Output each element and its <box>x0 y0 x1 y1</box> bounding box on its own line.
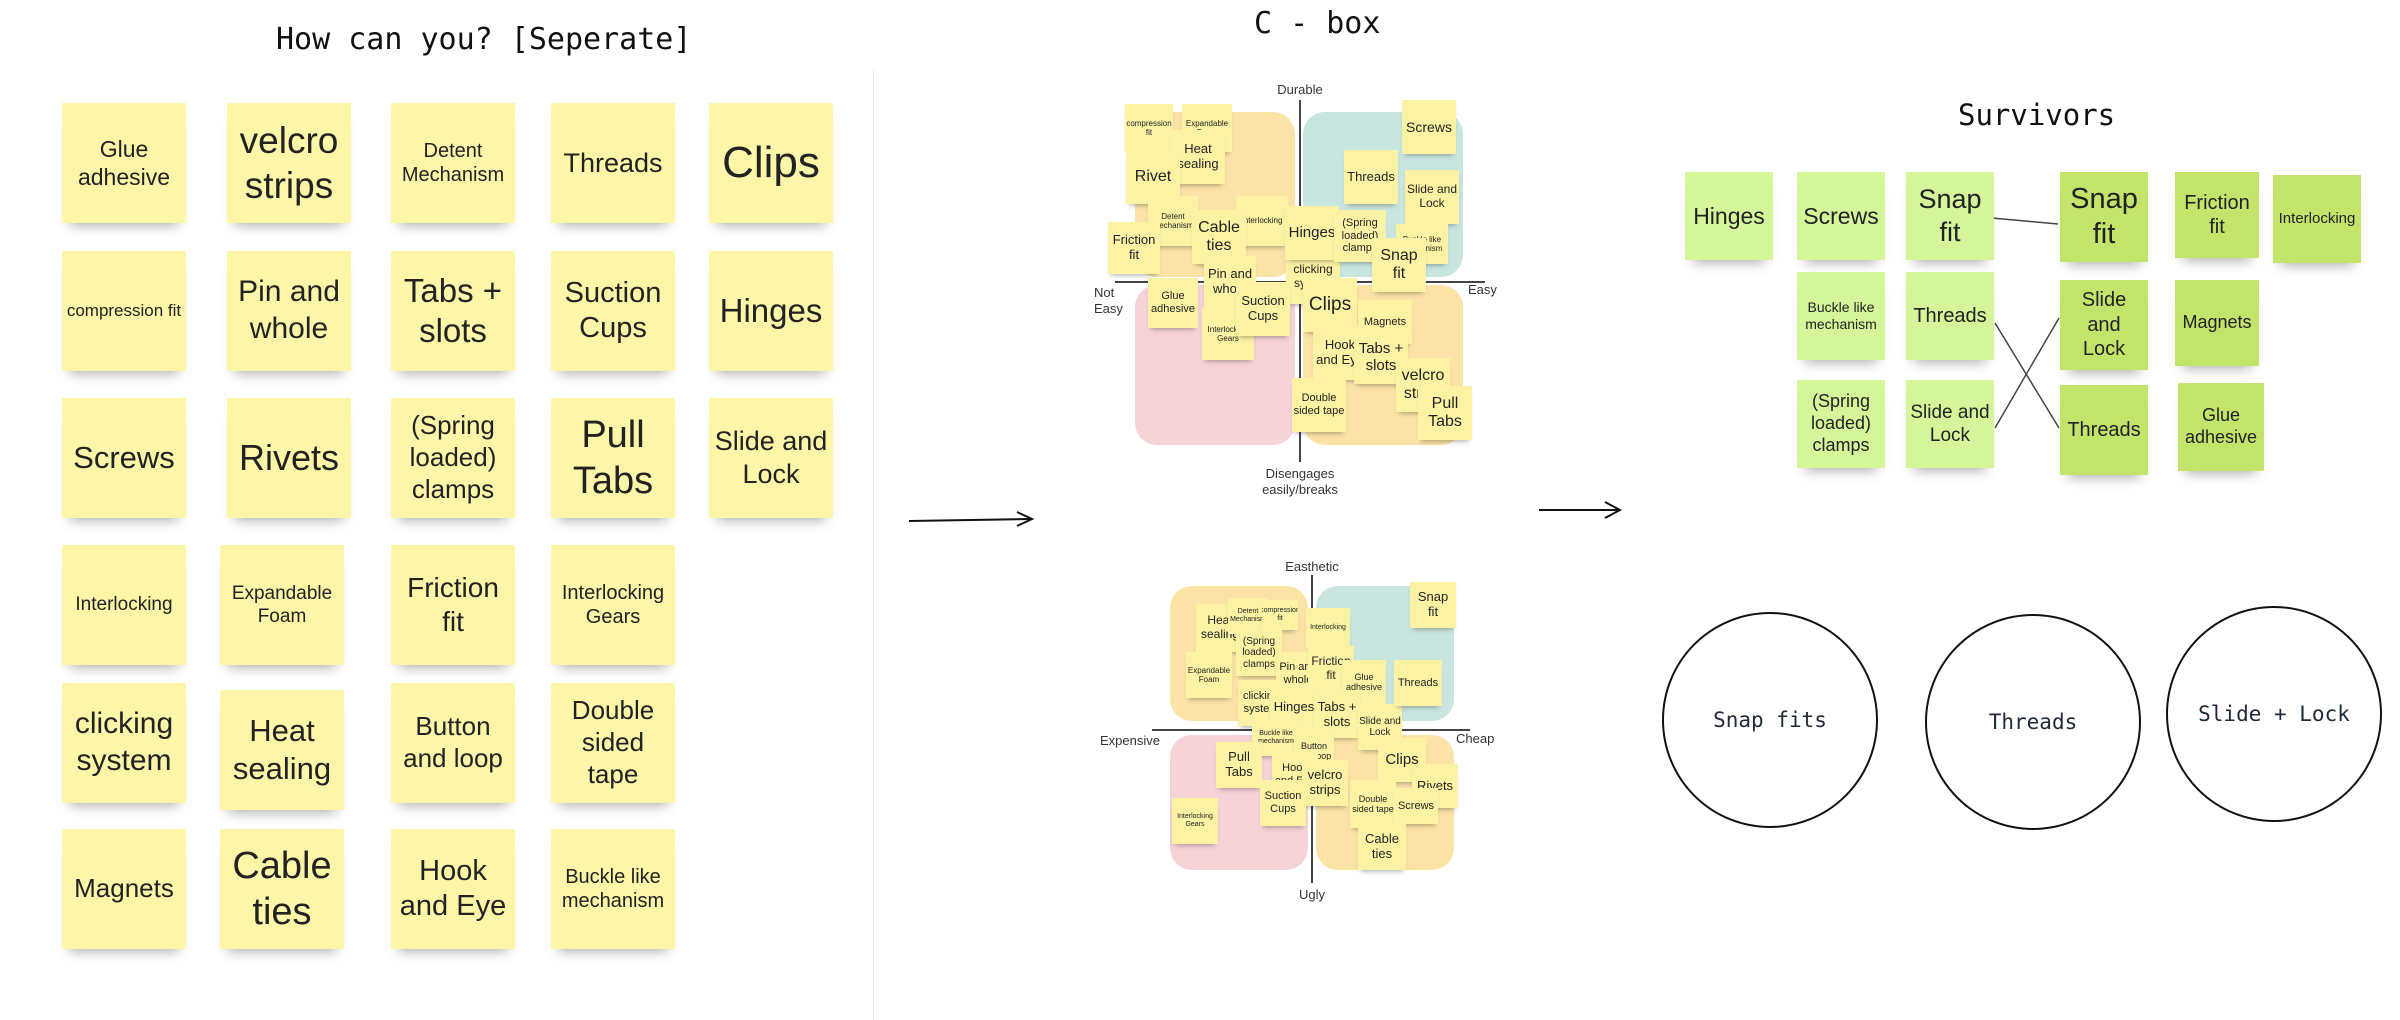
sticky-spring-loaded-clamps[interactable]: (Spring loaded) clamps <box>391 398 515 518</box>
m2-tabs-slots[interactable]: Tabs + slots <box>1314 692 1360 738</box>
survivor-magnets[interactable]: Magnets <box>2175 280 2259 366</box>
sticky-hook-and-eye[interactable]: Hook and Eye <box>391 829 515 949</box>
survivor-snap-fit-2[interactable]: Snap fit <box>2060 172 2148 262</box>
m1-heat-sealing[interactable]: Heat sealing <box>1171 130 1225 184</box>
survivor-interlocking[interactable]: Interlocking <box>2273 175 2361 263</box>
m1-compression-fit[interactable]: compression fit <box>1125 104 1173 152</box>
m1-snap-fit[interactable]: Snap fit <box>1372 238 1426 292</box>
m2-pull-tabs[interactable]: Pull Tabs <box>1216 742 1262 788</box>
survivor-friction-fit[interactable]: Friction fit <box>2175 172 2259 258</box>
m1-suction-cups[interactable]: Suction Cups <box>1236 282 1290 336</box>
m1-detent-mechanism[interactable]: Detent Mechanism <box>1148 196 1198 246</box>
sticky-cable-ties[interactable]: Cable ties <box>220 829 344 949</box>
survivors-frame <box>1660 150 2390 502</box>
m1-hinges[interactable]: Hinges <box>1285 206 1339 260</box>
m1-friction-fit[interactable]: Friction fit <box>1108 222 1160 274</box>
m1-label-left: Not Easy <box>1094 285 1123 317</box>
survivor-hinges[interactable]: Hinges <box>1685 172 1773 260</box>
m2-label-left: Expensive <box>1100 733 1160 748</box>
sticky-detent-mechanism[interactable]: Detent Mechanism <box>391 103 515 223</box>
sticky-suction-cups[interactable]: Suction Cups <box>551 251 675 371</box>
left-board-title: How can you? [Seperate] <box>276 22 692 57</box>
sticky-expandable-foam[interactable]: Expandable Foam <box>220 545 344 665</box>
m2-double-sided-tape[interactable]: Double sided tape <box>1350 780 1396 828</box>
m1-double-sided-tape[interactable]: Double sided tape <box>1292 378 1346 432</box>
m1-label-bottom: Disengages easily/breaks <box>1262 466 1338 498</box>
m1-screws[interactable]: Screws <box>1402 100 1456 154</box>
survivors-title: Survivors <box>1958 98 2116 132</box>
survivor-buckle-like-mechanism[interactable]: Buckle like mechanism <box>1797 272 1885 360</box>
m2-label-right: Cheap <box>1456 731 1495 746</box>
sticky-threads[interactable]: Threads <box>551 103 675 223</box>
m2-compression-fit[interactable]: compression fit <box>1262 600 1298 630</box>
sticky-clicking-system[interactable]: clicking system <box>62 683 186 803</box>
circle-slide-lock[interactable]: Slide + Lock <box>2166 606 2382 822</box>
circle-snap-fits-label: Snap fits <box>1713 708 1827 732</box>
sticky-friction-fit[interactable]: Friction fit <box>391 545 515 665</box>
m1-glue-adhesive[interactable]: Glue adhesive <box>1148 278 1198 328</box>
m2-snap-fit[interactable]: Snap fit <box>1410 582 1456 628</box>
m1-label-top: Durable <box>1277 82 1323 97</box>
sticky-tabs-slots[interactable]: Tabs + slots <box>391 251 515 371</box>
sticky-double-sided-tape[interactable]: Double sided tape <box>551 683 675 803</box>
sticky-interlocking-gears[interactable]: Interlocking Gears <box>551 545 675 665</box>
m1-clips[interactable]: Clips <box>1303 278 1357 332</box>
circle-threads[interactable]: Threads <box>1925 614 2141 830</box>
m1-threads[interactable]: Threads <box>1344 150 1398 204</box>
m2-screws[interactable]: Screws <box>1394 788 1438 824</box>
sticky-screws[interactable]: Screws <box>62 398 186 518</box>
survivor-screws[interactable]: Screws <box>1797 172 1885 260</box>
m1-label-right: Easy <box>1468 282 1497 297</box>
survivor-connectors <box>1991 217 2060 429</box>
m1-pull-tabs[interactable]: Pull Tabs <box>1418 386 1472 440</box>
cbox-title: C - box <box>1254 6 1381 41</box>
survivor-glue-adhesive[interactable]: Glue adhesive <box>2178 383 2264 471</box>
sticky-pin-and-whole[interactable]: Pin and whole <box>227 251 351 371</box>
circle-snap-fits[interactable]: Snap fits <box>1662 612 1878 828</box>
survivor-threads-2[interactable]: Threads <box>2060 385 2148 475</box>
circle-slide-lock-label: Slide + Lock <box>2198 702 2350 726</box>
survivor-slide-and-lock-1[interactable]: Slide and Lock <box>1906 380 1994 468</box>
sticky-clips[interactable]: Clips <box>709 103 833 223</box>
sticky-magnets[interactable]: Magnets <box>62 829 186 949</box>
sticky-velcro-strips[interactable]: velcro strips <box>227 103 351 223</box>
sticky-slide-and-lock[interactable]: Slide and Lock <box>709 398 833 518</box>
survivor-threads-1[interactable]: Threads <box>1906 272 1994 360</box>
m2-cable-ties[interactable]: Cable ties <box>1358 824 1406 870</box>
sticky-button-and-loop[interactable]: Button and loop <box>391 683 515 803</box>
sticky-buckle-like-mechanism[interactable]: Buckle like mechanism <box>551 829 675 949</box>
sticky-compression-fit[interactable]: compression fit <box>62 251 186 371</box>
m2-interlocking[interactable]: Interlocking <box>1306 608 1350 648</box>
m2-expandable-foam[interactable]: Expandable Foam <box>1186 652 1232 698</box>
sticky-heat-sealing[interactable]: Heat sealing <box>220 690 344 810</box>
m2-spring-loaded-clamps[interactable]: (Spring loaded) clamps <box>1236 630 1282 676</box>
arrow-to-survivors <box>1539 501 1623 519</box>
sticky-glue-adhesive[interactable]: Glue adhesive <box>62 103 186 223</box>
arrow-to-cbox <box>908 511 1035 527</box>
sticky-interlocking[interactable]: Interlocking <box>62 545 186 665</box>
sticky-rivets[interactable]: Rivets <box>227 398 351 518</box>
frame-divider <box>873 70 874 1020</box>
sticky-pull-tabs[interactable]: Pull Tabs <box>551 398 675 518</box>
m2-label-top: Easthetic <box>1285 559 1339 574</box>
survivor-spring-loaded-clamps[interactable]: (Spring loaded) clamps <box>1797 380 1885 468</box>
m2-label-bottom: Ugly <box>1298 887 1325 902</box>
circle-threads-label: Threads <box>1988 710 2078 734</box>
m2-threads[interactable]: Threads <box>1394 660 1442 706</box>
survivor-slide-and-lock-2[interactable]: Slide and Lock <box>2060 280 2148 370</box>
sticky-hinges[interactable]: Hinges <box>709 251 833 371</box>
m1-slide-and-lock[interactable]: Slide and Lock <box>1405 170 1459 224</box>
m2-suction-cups[interactable]: Suction Cups <box>1260 780 1306 826</box>
survivor-snap-fit-1[interactable]: Snap fit <box>1906 172 1994 260</box>
m1-rivet[interactable]: Rivet <box>1126 150 1180 204</box>
m2-velcro-strips[interactable]: velcro strips <box>1302 760 1348 806</box>
m2-interlocking-gears[interactable]: Interlocking Gears <box>1172 798 1218 844</box>
m2-detent-mechanism[interactable]: Detent Mechanism <box>1228 598 1268 634</box>
m1-cable-ties[interactable]: Cable ties <box>1192 210 1246 264</box>
